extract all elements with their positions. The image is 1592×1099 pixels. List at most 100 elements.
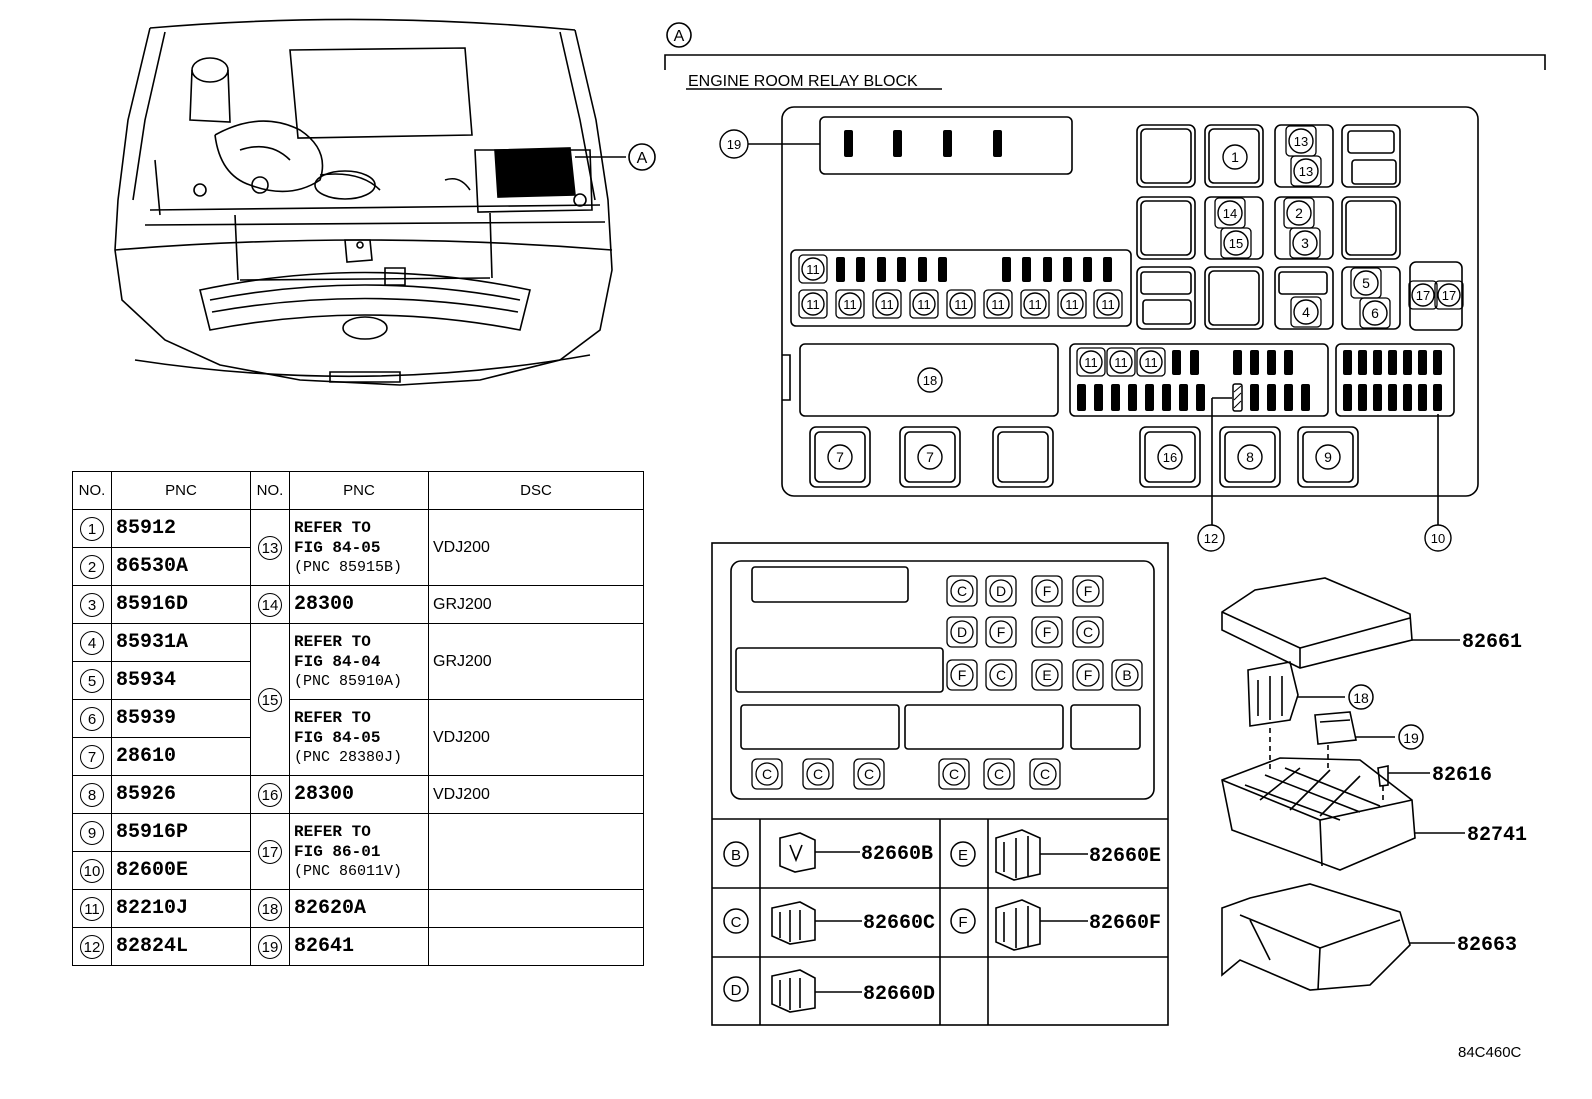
relay-slot <box>1111 659 1143 691</box>
row-no: 4 <box>80 630 104 655</box>
relay-slot-circle <box>806 762 830 786</box>
relay-slot <box>985 659 1017 691</box>
callout-7-label: 7 <box>926 449 934 465</box>
relay-slot-circle <box>942 762 966 786</box>
callout-frame <box>1093 289 1123 319</box>
callout-circle <box>1096 292 1120 316</box>
relay-slot-letter-C: C <box>813 766 823 782</box>
callout-5-label: 5 <box>1362 275 1370 291</box>
callout-circle <box>1292 230 1318 256</box>
row-no: 3 <box>80 592 104 617</box>
relay-type-d-pnc: 82660D <box>863 983 935 1006</box>
table-row: 9 85916P 17 REFER TO FIG 86-01 (PNC 8601… <box>72 813 644 890</box>
callout-frame <box>983 289 1013 319</box>
callout-circle <box>1437 283 1461 307</box>
row-pnc: 82600E <box>111 851 251 890</box>
relay-slot-circle <box>1033 762 1057 786</box>
relay-slot-letter-F: F <box>1084 583 1093 599</box>
callout-circle <box>1424 524 1452 552</box>
relay-slot <box>853 758 885 790</box>
table-row: 3 85916D 14 28300 GRJ200 <box>72 585 644 624</box>
part-82661: 82661 <box>1462 631 1522 654</box>
relay-slot-circle <box>950 579 974 603</box>
relay-slot-letter-E: E <box>1042 667 1051 683</box>
relay-block-title: ENGINE ROOM RELAY BLOCK <box>688 73 918 90</box>
relay-slot <box>1031 659 1063 691</box>
refer-line: (PNC 85910A) <box>294 672 403 690</box>
table-row: 1 85912 13 REFER TO FIG 84-05 (PNC 85915… <box>72 509 644 586</box>
refer-line: REFER TO <box>294 708 371 727</box>
relay-slot <box>1031 616 1063 648</box>
relay-slot <box>751 758 783 790</box>
callout-17-label: 17 <box>1442 288 1456 303</box>
callout-circle <box>801 257 825 281</box>
relay-slot-letter-C: C <box>957 583 967 599</box>
part-82741: 82741 <box>1467 824 1527 847</box>
header-dsc: DSC <box>428 471 644 510</box>
callout-frame <box>872 289 902 319</box>
refer-cell: REFER TO FIG 84-05 (PNC 85915B) <box>289 509 429 586</box>
callout-9-label: 9 <box>1324 449 1332 465</box>
row-no: 14 <box>258 592 282 617</box>
row-dsc: GRJ200 <box>428 585 644 624</box>
callout-circle <box>838 292 862 316</box>
refer-line: (PNC 85915B) <box>294 558 403 576</box>
header-no-2: NO. <box>250 471 290 510</box>
table-row: 11 82210J 18 82620A <box>72 889 644 928</box>
header-pnc: PNC <box>111 471 251 510</box>
relay-slot <box>985 575 1017 607</box>
relay-slot-letter-C: C <box>762 766 772 782</box>
row-no: 18 <box>258 896 282 921</box>
relay-slot-circle <box>1076 620 1100 644</box>
callout-7-label: 7 <box>836 449 844 465</box>
callout-circle <box>1139 350 1163 374</box>
row-dsc <box>428 889 644 928</box>
row-no: 17 <box>258 839 282 864</box>
row-dsc: VDJ200 <box>428 509 644 586</box>
callout-13-label: 13 <box>1294 134 1308 149</box>
callout-frame <box>1076 347 1106 377</box>
relay-slot-circle <box>857 762 881 786</box>
row-pnc: 85912 <box>111 509 251 548</box>
callout-11-label: 11 <box>1084 355 1098 370</box>
row-no: 9 <box>80 820 104 845</box>
relay-slot-letter-F: F <box>958 667 967 683</box>
callout-circle <box>719 129 749 159</box>
callout-frame <box>946 289 976 319</box>
relay-slot-circle <box>1035 663 1059 687</box>
callout-16-label: 16 <box>1163 450 1177 465</box>
callout-18-exploded: 18 <box>1353 690 1369 706</box>
callout-14-label: 14 <box>1223 206 1237 221</box>
row-no: 5 <box>80 668 104 693</box>
callout-2-label: 2 <box>1295 205 1303 221</box>
refer-line: (PNC 86011V) <box>294 862 403 880</box>
relay-slot <box>983 758 1015 790</box>
row-no: 7 <box>80 744 104 769</box>
callout-circle <box>1315 444 1341 470</box>
callout-circle <box>1353 270 1379 296</box>
callout-11-label: 11 <box>1144 355 1158 370</box>
callout-circle <box>1222 144 1248 170</box>
callout-11-label: 11 <box>917 297 931 312</box>
callout-a-section: A <box>674 28 685 45</box>
relay-slot-circle <box>1076 579 1100 603</box>
relay-slot <box>1072 616 1104 648</box>
callout-13-label: 13 <box>1299 164 1313 179</box>
callout-frame <box>1136 347 1166 377</box>
row-pnc: 82824L <box>111 927 251 966</box>
callout-11-label: 11 <box>880 297 894 312</box>
callout-circle <box>1197 524 1225 552</box>
table-row: 8 85926 16 28300 VDJ200 <box>72 775 644 814</box>
row-no: 16 <box>258 782 282 807</box>
callout-11-label: 11 <box>806 297 820 312</box>
relay-type-d-letter: D <box>731 982 742 999</box>
row-no: 13 <box>258 535 282 560</box>
row-pnc: 85931A <box>111 623 251 662</box>
callout-circle <box>1293 158 1319 184</box>
refer-line: (PNC 28380J) <box>294 748 403 766</box>
refer-line: FIG 84-05 <box>294 728 381 747</box>
relay-slot-circle <box>950 620 974 644</box>
relay-slot-circle <box>987 762 1011 786</box>
callout-a-circle <box>628 143 656 171</box>
relay-type-c-letter: C <box>731 914 742 931</box>
